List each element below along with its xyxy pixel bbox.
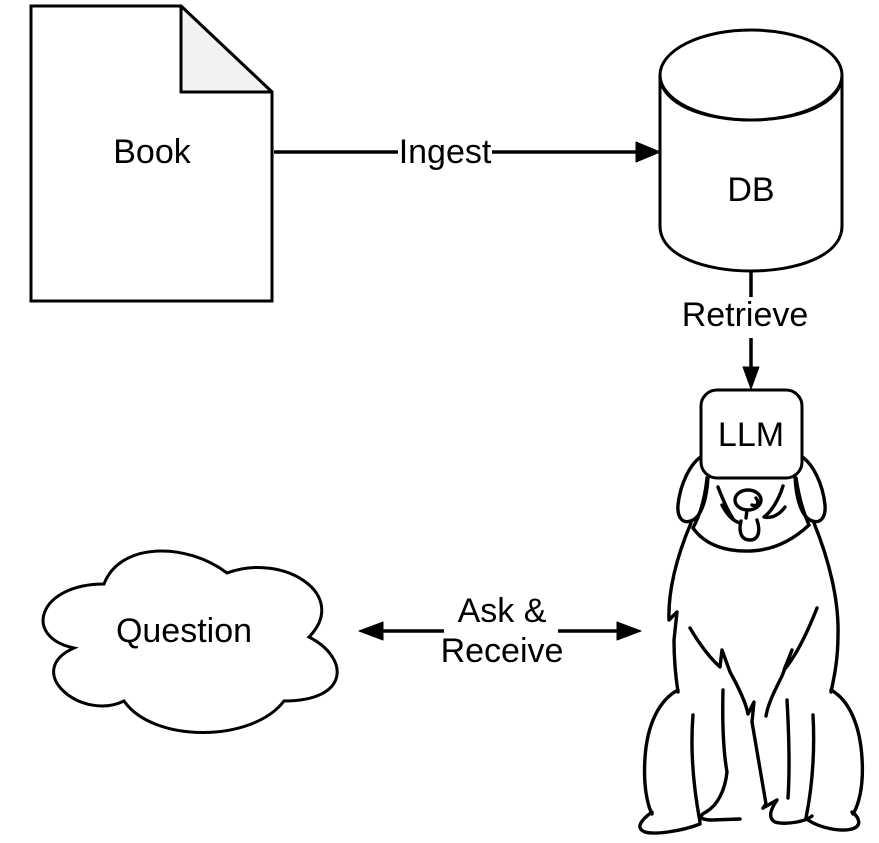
- dog-jaw: [691, 523, 811, 553]
- dog-left-haunch: [642, 688, 680, 816]
- dog-muzzle-right: [762, 484, 787, 520]
- ingest-arrowhead-icon: [635, 141, 661, 163]
- dog-right-cheek: [794, 476, 811, 527]
- db-node: DB: [658, 28, 844, 273]
- dog-chest-fur-center: [750, 720, 768, 810]
- dog-tongue: [738, 518, 761, 542]
- retrieve-label: Retrieve: [682, 296, 809, 334]
- db-label: DB: [727, 171, 774, 209]
- dog-right-haunch-inner: [804, 713, 816, 820]
- dog-right-ear: [793, 453, 827, 524]
- dog-left-haunch-inner: [690, 713, 702, 824]
- dog-left-cheek: [691, 476, 709, 530]
- llm-label: LLM: [718, 416, 784, 454]
- dog-body-right: [812, 521, 840, 694]
- dog-hind-left-paw: [638, 810, 702, 835]
- dog-chest-fur-left: [688, 626, 756, 724]
- dog-right-haunch: [829, 688, 865, 816]
- dog-front-right-leg: [785, 698, 791, 800]
- ask-receive-edge: Ask & Receive: [358, 592, 642, 670]
- book-label: Book: [113, 133, 191, 171]
- retrieve-edge: Retrieve: [682, 272, 809, 390]
- dog-hind-right-paw: [806, 810, 861, 832]
- dog-icon: [638, 453, 865, 835]
- question-label: Question: [116, 612, 252, 650]
- dog-nostril: [750, 496, 760, 508]
- dog-front-left-leg: [699, 688, 742, 822]
- db-cylinder-top: [658, 28, 844, 122]
- dog-mouth: [720, 503, 742, 525]
- ingest-edge: Ingest: [274, 133, 661, 171]
- ask-receive-label-line1: Ask &: [458, 592, 547, 630]
- question-node: Question: [41, 549, 339, 734]
- ask-receive-right-arrowhead-icon: [616, 621, 642, 641]
- dog-chest-fur-right: [764, 606, 819, 718]
- ask-receive-left-arrowhead-icon: [358, 621, 384, 641]
- llm-box: [699, 388, 804, 480]
- dog-body-left: [667, 521, 693, 694]
- ingest-label: Ingest: [399, 133, 492, 171]
- llm-node: LLM: [699, 388, 804, 480]
- dog-philtrum: [744, 508, 749, 520]
- book-node: Book: [29, 4, 274, 303]
- book-fold: [179, 4, 274, 94]
- retrieve-arrowhead-icon: [742, 366, 760, 390]
- dog-front-right-paw: [761, 798, 814, 825]
- dog-muzzle-left: [716, 485, 736, 522]
- ask-receive-label-line2: Receive: [441, 632, 564, 670]
- question-cloud-shape: [41, 549, 339, 734]
